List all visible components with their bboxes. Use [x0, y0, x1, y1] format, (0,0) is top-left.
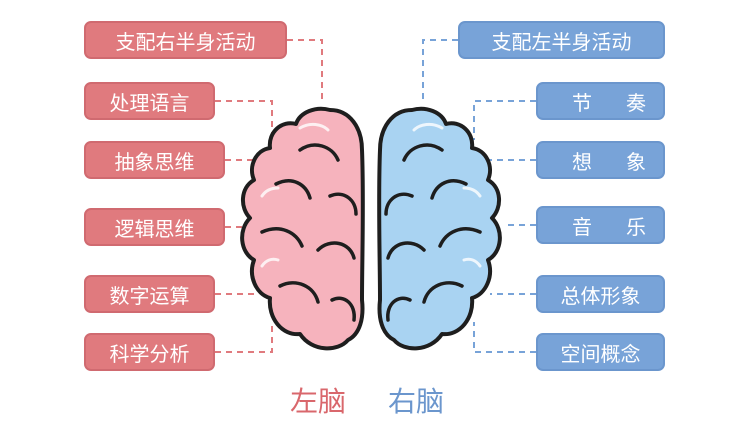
connector-right-1	[422, 39, 458, 104]
right-function-3: 想象	[536, 141, 665, 179]
right-function-1: 支配左半身活动	[458, 21, 665, 59]
left-brain-caption: 左脑	[290, 385, 347, 418]
connector-right-6	[473, 322, 536, 353]
left-function-1: 支配右半身活动	[84, 21, 287, 59]
left-function-6: 科学分析	[84, 333, 215, 371]
connector-left-6	[215, 322, 273, 353]
right-hemisphere	[377, 106, 502, 351]
connector-left-1	[287, 39, 323, 104]
connector-right-2	[473, 100, 536, 140]
left-brain-folds	[260, 143, 358, 322]
right-function-2: 节奏	[536, 82, 665, 120]
connector-left-2	[215, 100, 273, 140]
right-function-4: 音乐	[536, 206, 665, 244]
left-function-2: 处理语言	[84, 82, 215, 120]
left-brain-shape	[240, 106, 365, 351]
right-function-5: 总体形象	[536, 275, 665, 313]
right-brain-folds	[384, 143, 482, 322]
left-hemisphere	[240, 106, 365, 351]
left-connectors	[215, 39, 323, 353]
left-function-5: 数字运算	[84, 275, 215, 313]
left-function-3: 抽象思维	[84, 141, 225, 179]
right-brain-caption: 右脑	[388, 385, 445, 418]
right-function-6: 空间概念	[536, 333, 665, 371]
right-connectors	[422, 39, 536, 353]
left-function-4: 逻辑思维	[84, 208, 225, 246]
right-brain-shape	[377, 106, 502, 351]
